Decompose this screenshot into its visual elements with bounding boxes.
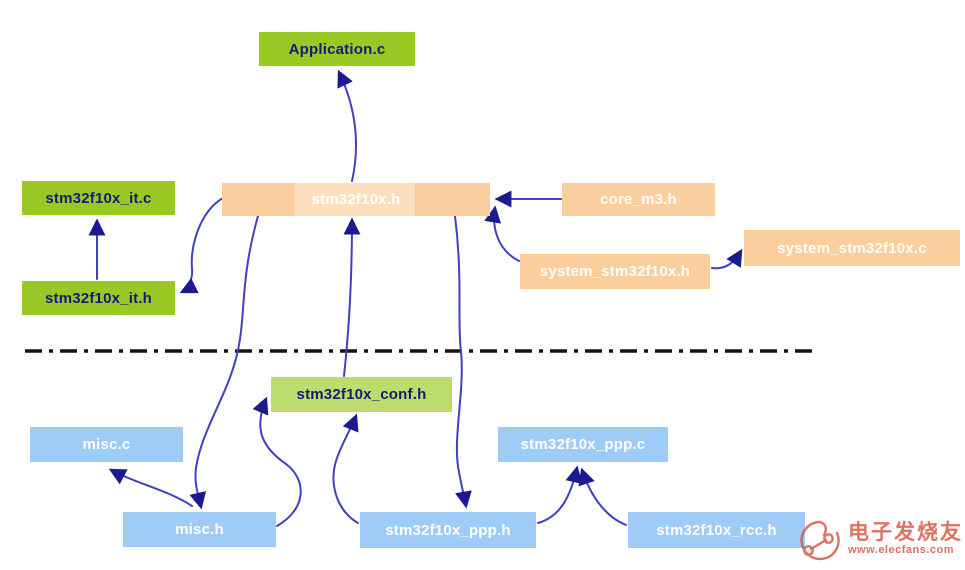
watermark-brand: 电子发烧友 <box>848 520 963 544</box>
node-stm32f10x-rcc-h: stm32f10x_rcc.h <box>628 512 805 548</box>
node-stm32f10x-conf-h: stm32f10x_conf.h <box>271 377 452 412</box>
edge-ppp-h-to-conf-h <box>332 413 359 524</box>
edge-stm32f10x-h-to-application-c <box>337 69 357 182</box>
edge-misc-h-to-misc-c <box>108 468 193 507</box>
edge-stm32f10x-h-to-ppp-h <box>454 215 472 509</box>
node-stm32f10x-it-h: stm32f10x_it.h <box>22 281 175 315</box>
edge-rcc-h-to-ppp-c <box>578 467 627 526</box>
edge-stm32f10x-h-to-it-h <box>179 197 224 294</box>
node-stm32f10x-ppp-c: stm32f10x_ppp.c <box>498 427 668 462</box>
edge-conf-h-to-stm32f10x-h <box>343 217 361 377</box>
node-system-stm32f10x-c: system_stm32f10x.c <box>744 230 960 266</box>
edge-system-h-to-system-c <box>711 248 743 270</box>
watermark-text: 电子发烧友 www.elecfans.com <box>848 522 963 556</box>
node-core-m3-h: core_m3.h <box>562 183 715 216</box>
edge-system-h-to-stm32f10x-h <box>484 205 520 262</box>
node-misc-h: misc.h <box>123 512 276 547</box>
node-stm32f10x-ppp-h: stm32f10x_ppp.h <box>360 512 536 548</box>
node-system-stm32f10x-h: system_stm32f10x.h <box>520 254 710 289</box>
elecfans-logo <box>800 520 840 561</box>
node-stm32f10x-it-c: stm32f10x_it.c <box>22 181 175 215</box>
node-application-c: Application.c <box>259 32 415 66</box>
node-misc-c: misc.c <box>30 427 183 462</box>
watermark-url: www.elecfans.com <box>848 544 955 556</box>
node-stm32f10x-h: stm32f10x.h <box>222 183 490 216</box>
edge-misc-h-to-conf-h <box>252 396 302 527</box>
edge-ppp-h-to-ppp-c <box>537 465 583 524</box>
edge-stm32f10x-h-to-misc-h <box>189 215 259 510</box>
watermark: 电子发烧友 www.elecfans.com <box>796 514 963 564</box>
